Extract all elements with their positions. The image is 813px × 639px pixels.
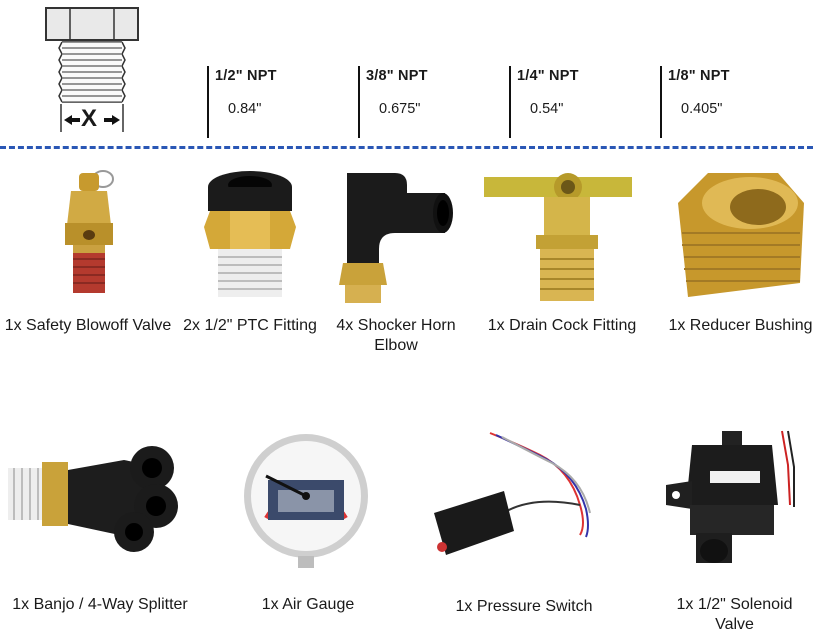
- npt-column: 1/8" NPT 0.405": [660, 66, 730, 138]
- solenoid-valve-icon: [666, 430, 795, 563]
- npt-dimension: 0.54": [530, 101, 564, 117]
- part-name-line2: Fitting: [273, 317, 317, 334]
- npt-column: 1/4" NPT 0.54": [509, 66, 579, 138]
- air-gauge-icon: [244, 434, 368, 568]
- npt-column: 1/2" NPT 0.84": [207, 66, 277, 138]
- part-item: 1x 1/2" Solenoid Valve: [656, 595, 813, 635]
- part-quantity: 1x: [12, 596, 30, 613]
- part-name: Banjo / 4-Way Splitter: [33, 596, 188, 613]
- part-quantity: 2x: [183, 317, 201, 334]
- part-name: Reducer Bushing: [689, 317, 813, 334]
- part-name: Air Gauge: [282, 596, 355, 613]
- part-item: 1x Pressure Switch: [444, 597, 604, 617]
- part-name: 1/2" Solenoid Valve: [697, 596, 793, 633]
- section-divider: [0, 146, 813, 149]
- part-item: 1x Reducer Bushing: [668, 316, 813, 336]
- splitter-icon: [8, 446, 178, 552]
- thread-diagram: X: [40, 4, 140, 138]
- part-quantity: 1x: [455, 598, 473, 615]
- safety-valve-icon: [65, 170, 114, 293]
- part-quantity: 1x: [261, 596, 279, 613]
- npt-fitting-diagram-icon: [45, 7, 139, 132]
- part-name-line2: Elbow: [374, 337, 418, 354]
- npt-size: 1/8" NPT: [668, 68, 730, 84]
- part-quantity: 1x: [487, 317, 505, 334]
- part-quantity: 4x: [336, 317, 354, 334]
- part-item: 4x Shocker Horn Elbow: [326, 316, 466, 356]
- elbow-fitting-icon: [339, 173, 453, 303]
- part-name: Drain Cock Fitting: [509, 317, 637, 334]
- part-name: Shocker Horn: [357, 317, 456, 334]
- part-quantity: 1x: [676, 596, 694, 613]
- part-name: 1/2" PTC: [204, 317, 269, 334]
- dimension-x-label: X: [81, 105, 98, 132]
- npt-column: 3/8" NPT 0.675": [358, 66, 428, 138]
- part-name: Safety Blowoff Valve: [26, 317, 172, 334]
- npt-size: 1/4" NPT: [517, 68, 579, 84]
- part-item: 1x Banjo / 4-Way Splitter: [0, 595, 200, 615]
- npt-size: 1/2" NPT: [215, 68, 277, 84]
- ptc-fitting-icon: [204, 171, 296, 297]
- npt-size: 3/8" NPT: [366, 68, 428, 84]
- npt-dimension: 0.675": [379, 101, 421, 117]
- drain-cock-icon: [484, 173, 632, 301]
- part-item: 1x Drain Cock Fitting: [482, 316, 642, 336]
- npt-dimension: 0.84": [228, 101, 262, 117]
- part-item: 1x Air Gauge: [238, 595, 378, 615]
- pressure-switch-icon: [434, 432, 591, 555]
- part-item: 1x Safety Blowoff Valve: [0, 316, 176, 336]
- npt-dimension: 0.405": [681, 101, 723, 117]
- part-quantity: 1x: [4, 317, 22, 334]
- reducer-bushing-icon: [678, 173, 804, 297]
- part-item: 2x 1/2" PTC Fitting: [180, 316, 320, 336]
- part-name: Pressure Switch: [476, 598, 593, 615]
- part-quantity: 1x: [668, 317, 686, 334]
